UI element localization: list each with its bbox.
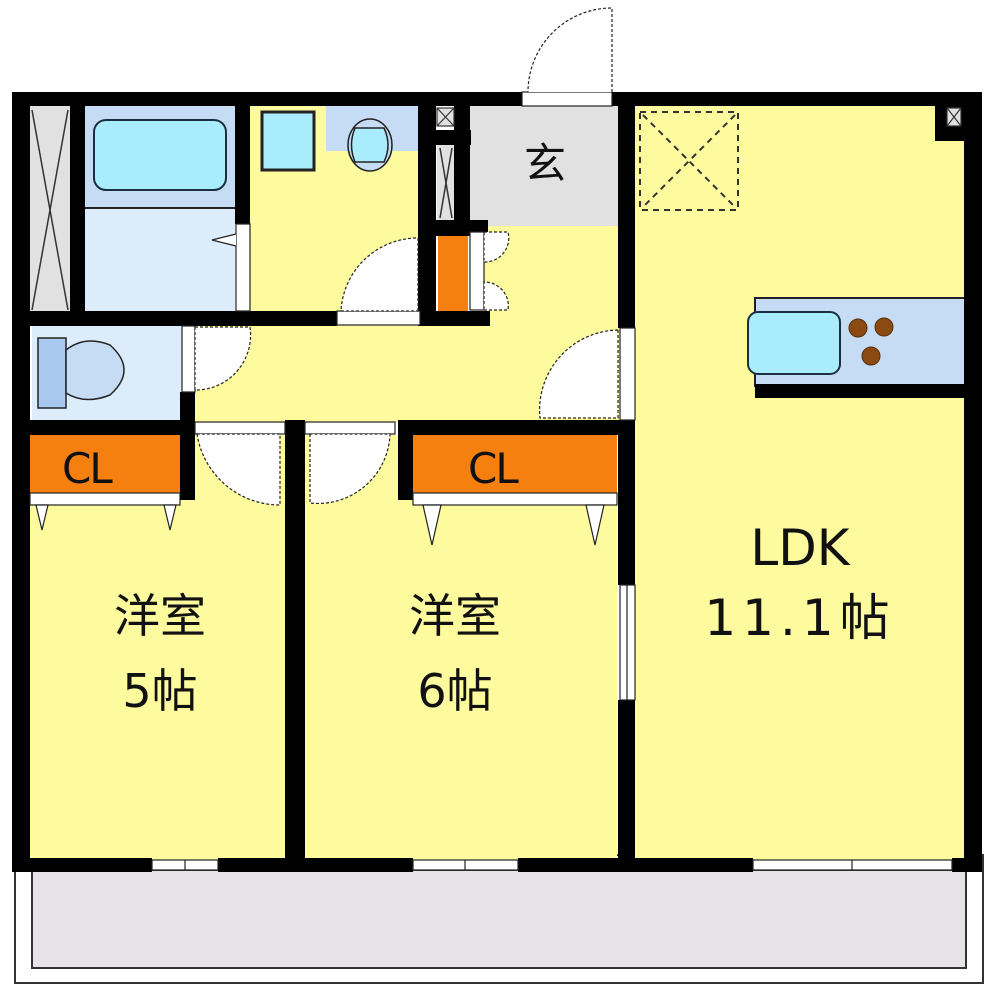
walls [12, 92, 982, 872]
western-room-1-label: 洋室 5帖 [60, 590, 260, 718]
entrance-label: 玄 [523, 139, 566, 188]
room-name: 洋室 [409, 589, 501, 643]
bathtub-icon [85, 119, 235, 209]
toilet-icon [37, 337, 125, 409]
kitchen-counter [747, 297, 966, 398]
western-room-2-label: 洋室 6帖 [355, 590, 555, 718]
closets [30, 435, 617, 493]
closet-2-label: CL [468, 444, 519, 493]
room-size: 5帖 [122, 663, 198, 718]
ldk-label: LDK 11.1帖 [660, 519, 940, 647]
sink-icon [747, 311, 841, 375]
doors [29, 7, 953, 871]
washroom-toilet-icon [326, 106, 418, 172]
ceiling-storage-icon [639, 111, 739, 211]
room-name: 洋室 [114, 589, 206, 643]
storage-x-icon [31, 109, 453, 311]
room-size: 11.1帖 [704, 588, 896, 647]
closet-1-label: CL [62, 444, 113, 493]
stove-icon [848, 317, 894, 366]
room-size: 6帖 [417, 663, 493, 718]
washbasin-icon [260, 110, 316, 172]
balcony [14, 854, 984, 984]
vent-icon [436, 107, 962, 127]
room-name: LDK [750, 519, 850, 577]
